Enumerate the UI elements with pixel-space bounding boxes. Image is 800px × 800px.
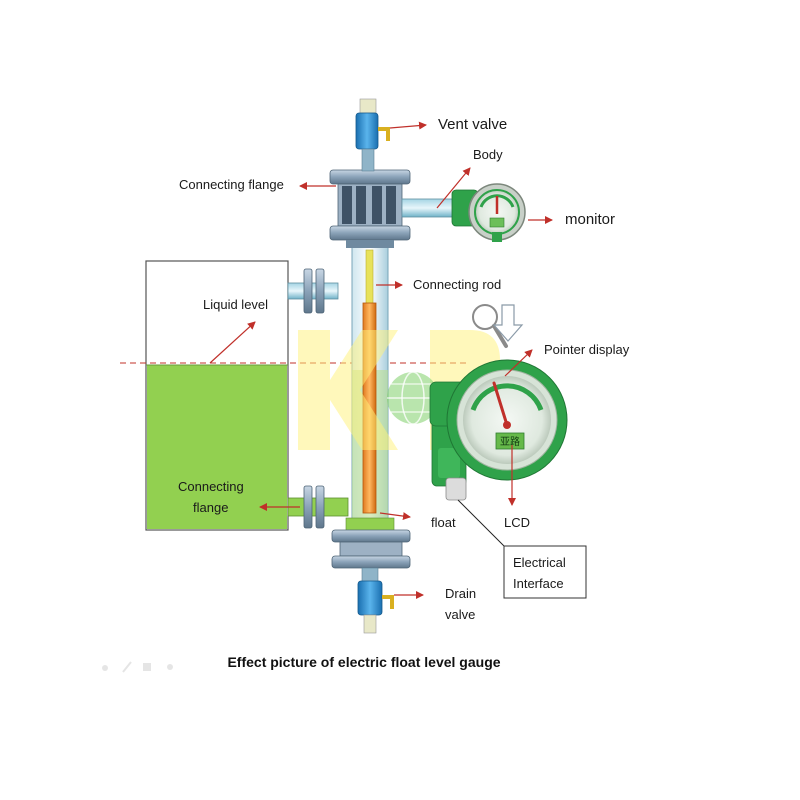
bottom-flange: [331, 517, 411, 583]
electrical-connector: [445, 477, 467, 501]
label-drain-valve-1: Drain: [445, 586, 476, 601]
label-electrical-interface-1: Electrical: [513, 555, 566, 570]
label-connecting-flange-top: Connecting flange: [179, 177, 284, 192]
label-connecting-flange-bottom-1: Connecting: [178, 479, 244, 494]
connecting-rod: [365, 249, 374, 307]
label-float: float: [431, 515, 456, 530]
faint-decorative-marks: [102, 661, 173, 673]
lcd-screen: [495, 432, 525, 450]
electrical-interface-box: Electrical Interface: [503, 545, 587, 599]
figure-caption: Effect picture of electric float level g…: [227, 654, 500, 670]
label-drain-valve-2: valve: [445, 607, 475, 622]
upper-side-connection: [287, 268, 339, 314]
magnifier-icon: [472, 304, 508, 348]
body-arm: [401, 189, 479, 227]
lower-side-connection: [287, 485, 349, 529]
tank: [145, 260, 289, 531]
monitor-gauge: [468, 183, 526, 242]
lcd-screen-text: 亚路: [500, 435, 520, 448]
pointer-display: 亚路: [429, 359, 568, 501]
callout-arrows: [209, 121, 553, 599]
label-monitor: monitor: [565, 211, 615, 228]
top-flange: [329, 169, 411, 248]
drain-valve: [357, 580, 394, 634]
label-body: Body: [473, 147, 503, 162]
label-pointer-display: Pointer display: [544, 342, 630, 357]
label-connecting-flange-bottom-2: flange: [193, 500, 228, 515]
label-vent-valve: Vent valve: [438, 116, 507, 133]
vent-valve: [355, 98, 390, 172]
down-arrow-icon: [492, 304, 524, 342]
label-lcd: LCD: [504, 515, 530, 530]
label-electrical-interface-2: Interface: [513, 576, 564, 591]
label-connecting-rod: Connecting rod: [413, 277, 501, 292]
label-liquid-level: Liquid level: [203, 297, 268, 312]
tank-liquid: [147, 365, 287, 529]
